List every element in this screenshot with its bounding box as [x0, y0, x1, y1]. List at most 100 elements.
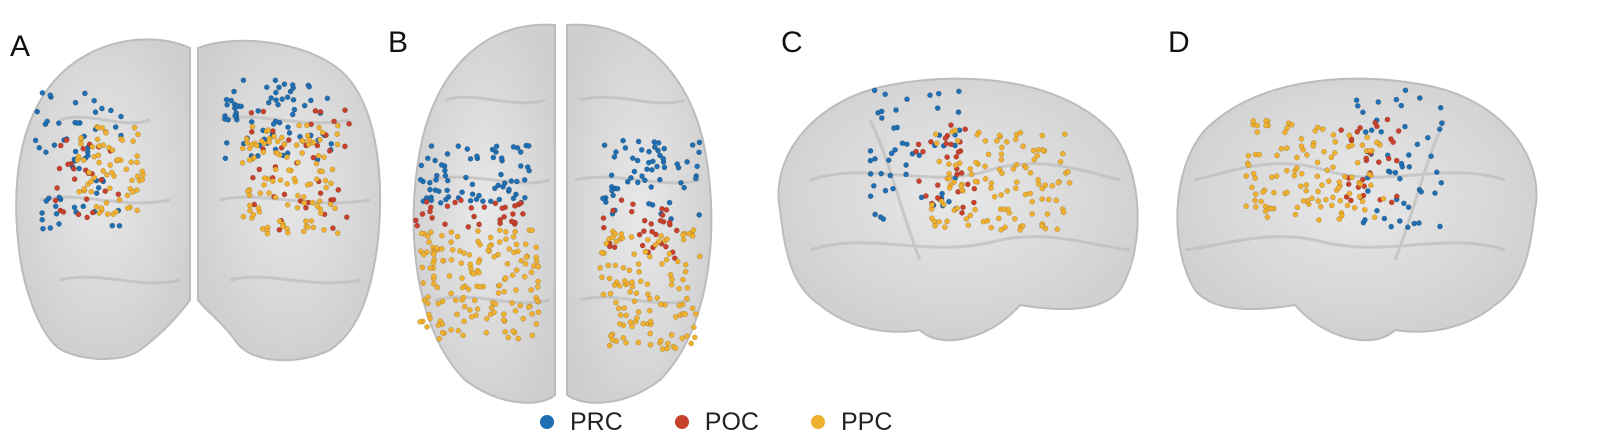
brain-outline-lateral — [1176, 77, 1538, 342]
panel-label-b: B — [388, 26, 409, 59]
electrode-dot — [461, 318, 467, 325]
electrode-dot — [1298, 136, 1305, 142]
electrode-dot — [296, 122, 302, 129]
electrode-dot — [867, 157, 874, 164]
electrode-dot — [98, 205, 105, 211]
legend-swatch-poc — [674, 415, 689, 429]
electrode-dot — [72, 99, 79, 106]
electrode-dot — [134, 159, 140, 166]
electrode-dot — [71, 204, 78, 211]
electrode-dot — [682, 311, 689, 318]
electrode-dot — [1380, 195, 1387, 202]
electrode-dot — [520, 211, 526, 217]
electrode-dot — [878, 108, 885, 115]
electrode-dot — [1363, 155, 1370, 162]
electrode-dot — [475, 259, 482, 266]
electrode-dot — [1360, 109, 1366, 116]
electrode-dot — [274, 150, 281, 157]
electrode-dot — [1022, 191, 1029, 198]
electrode-dot — [913, 148, 919, 155]
electrode-dot — [867, 148, 874, 154]
electrode-dot — [943, 140, 950, 147]
electrode-dot — [1330, 164, 1336, 171]
electrode-dot — [657, 337, 664, 344]
electrode-dot — [890, 185, 896, 192]
electrode-dot — [1256, 151, 1263, 158]
electrode-dot — [135, 131, 141, 138]
electrode-dot — [430, 251, 437, 258]
electrode-dot — [319, 129, 326, 136]
electrode-dot — [1316, 217, 1322, 223]
electrode-dot — [1373, 139, 1380, 146]
electrode-dot — [301, 102, 308, 109]
electrode-dot — [98, 177, 105, 183]
electrode-dot — [231, 88, 237, 95]
electrode-dot — [611, 282, 618, 288]
electrode-dot — [1061, 131, 1068, 138]
electrode-dot — [657, 217, 664, 224]
electrode-dot — [334, 131, 341, 137]
electrode-dot — [1039, 132, 1046, 139]
electrode-dot — [1303, 182, 1310, 188]
electrode-dot — [300, 194, 307, 200]
electrode-dot — [434, 284, 441, 291]
electrode-dot — [696, 253, 703, 260]
electrode-dot — [1017, 227, 1024, 233]
electrode-dot — [52, 203, 59, 210]
electrode-dot — [452, 199, 458, 206]
electrode-dot — [525, 143, 532, 149]
electrode-dot — [279, 134, 285, 141]
electrode-dot — [618, 197, 625, 203]
electrode-dot — [1387, 169, 1393, 175]
electrode-dot — [418, 162, 425, 169]
electrode-dot — [1436, 126, 1443, 133]
electrode-dots-d — [1243, 87, 1445, 231]
electrode-dot — [629, 279, 635, 286]
electrode-dot — [684, 333, 690, 339]
electrode-dot — [112, 124, 119, 130]
electrode-dot — [439, 232, 445, 239]
electrode-dot — [1019, 223, 1026, 229]
electrode-dot — [954, 171, 960, 178]
electrode-dot — [1042, 182, 1049, 188]
electrode-dot — [324, 95, 331, 102]
electrode-dot — [426, 179, 433, 186]
electrode-dot — [1283, 167, 1290, 174]
electrode-dot — [1361, 207, 1368, 213]
electrode-dot — [480, 198, 486, 204]
electrode-dot — [124, 205, 131, 212]
electrode-dot — [1054, 226, 1061, 233]
electrode-dot — [263, 84, 270, 91]
electrode-dot — [471, 270, 477, 277]
electrode-dot — [116, 196, 123, 203]
electrode-dot — [646, 148, 652, 155]
electrode-dot — [460, 332, 466, 339]
electrode-dot — [633, 290, 640, 297]
electrode-dot — [1300, 198, 1307, 204]
electrode-dot — [246, 202, 253, 209]
electrode-dot — [1260, 189, 1266, 195]
electrode-dot — [277, 177, 284, 183]
electrode-dot — [946, 170, 953, 177]
electrode-dot — [974, 131, 981, 138]
electrode-dot — [616, 320, 623, 327]
electrode-dot — [129, 177, 135, 184]
electrode-dot — [684, 159, 690, 165]
electrode-dot — [92, 109, 99, 115]
electrode-dot — [428, 143, 435, 149]
electrode-dot — [103, 199, 110, 206]
electrode-dot — [1385, 155, 1392, 162]
electrode-dot — [598, 249, 605, 256]
electrode-dot — [611, 154, 618, 160]
electrode-dot — [57, 142, 64, 149]
electrode-dot — [322, 177, 329, 184]
electrode-dot — [1348, 197, 1354, 204]
electrode-dot — [109, 222, 116, 229]
electrode-dot — [614, 185, 621, 192]
electrode-dot — [302, 218, 309, 224]
electrode-dot — [631, 298, 638, 305]
electrode-dot — [1294, 204, 1301, 211]
electrode-dot — [870, 182, 877, 189]
electrode-dot — [639, 173, 645, 179]
electrode-dot — [512, 228, 519, 235]
